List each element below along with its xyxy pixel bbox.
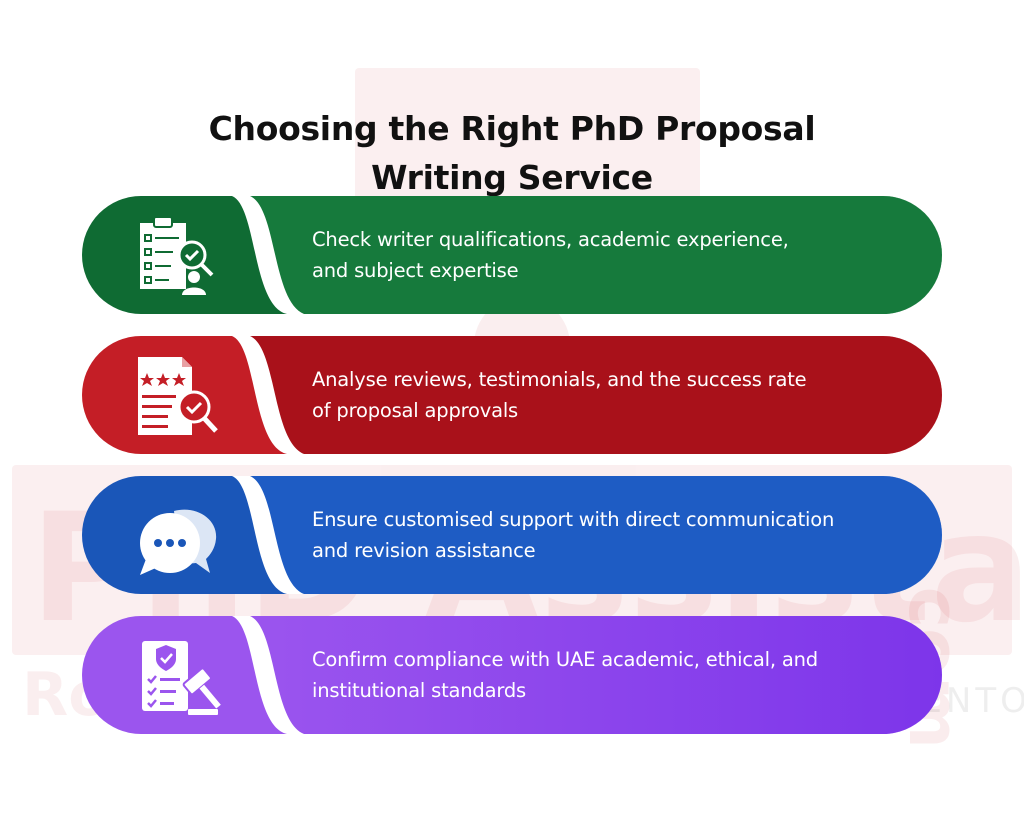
card-background — [82, 616, 942, 734]
page-title-line-1: Choosing the Right PhD Proposal — [208, 109, 816, 149]
tip-card-compliance: Confirm compliance with UAE academic, et… — [82, 616, 942, 734]
tip-card-support: Ensure customised support with direct co… — [82, 476, 942, 594]
tip-text-line-1: Ensure customised support with direct co… — [312, 508, 835, 531]
compliance-gavel-icon — [142, 641, 221, 715]
tip-text-line-1: Check writer qualifications, academic ex… — [312, 228, 789, 251]
tip-text: Analyse reviews, testimonials, and the s… — [312, 364, 937, 426]
tip-text-line-2: of proposal approvals — [312, 399, 519, 422]
tip-text-line-2: and subject expertise — [312, 259, 519, 282]
chat-bubbles-icon — [140, 509, 217, 575]
tip-card-reviews: Analyse reviews, testimonials, and the s… — [82, 336, 942, 454]
tip-text: Check writer qualifications, academic ex… — [312, 224, 937, 286]
page-title: Choosing the Right PhD Proposal Writing … — [112, 104, 912, 202]
tip-text-line-1: Analyse reviews, testimonials, and the s… — [312, 368, 807, 391]
page-title-line-2: Writing Service — [371, 158, 653, 198]
card-background — [82, 196, 942, 314]
tip-text: Confirm compliance with UAE academic, et… — [312, 644, 937, 706]
tip-card-qualifications: Check writer qualifications, academic ex… — [82, 196, 942, 314]
tip-text-line-2: institutional standards — [312, 679, 526, 702]
tip-text-line-1: Confirm compliance with UAE academic, et… — [312, 648, 818, 671]
rating-document-magnifier-icon — [138, 357, 218, 435]
card-background — [82, 476, 942, 594]
tip-text-line-2: and revision assistance — [312, 539, 536, 562]
card-background — [82, 336, 942, 454]
checklist-magnifier-user-icon — [140, 216, 214, 295]
tip-text: Ensure customised support with direct co… — [312, 504, 937, 566]
